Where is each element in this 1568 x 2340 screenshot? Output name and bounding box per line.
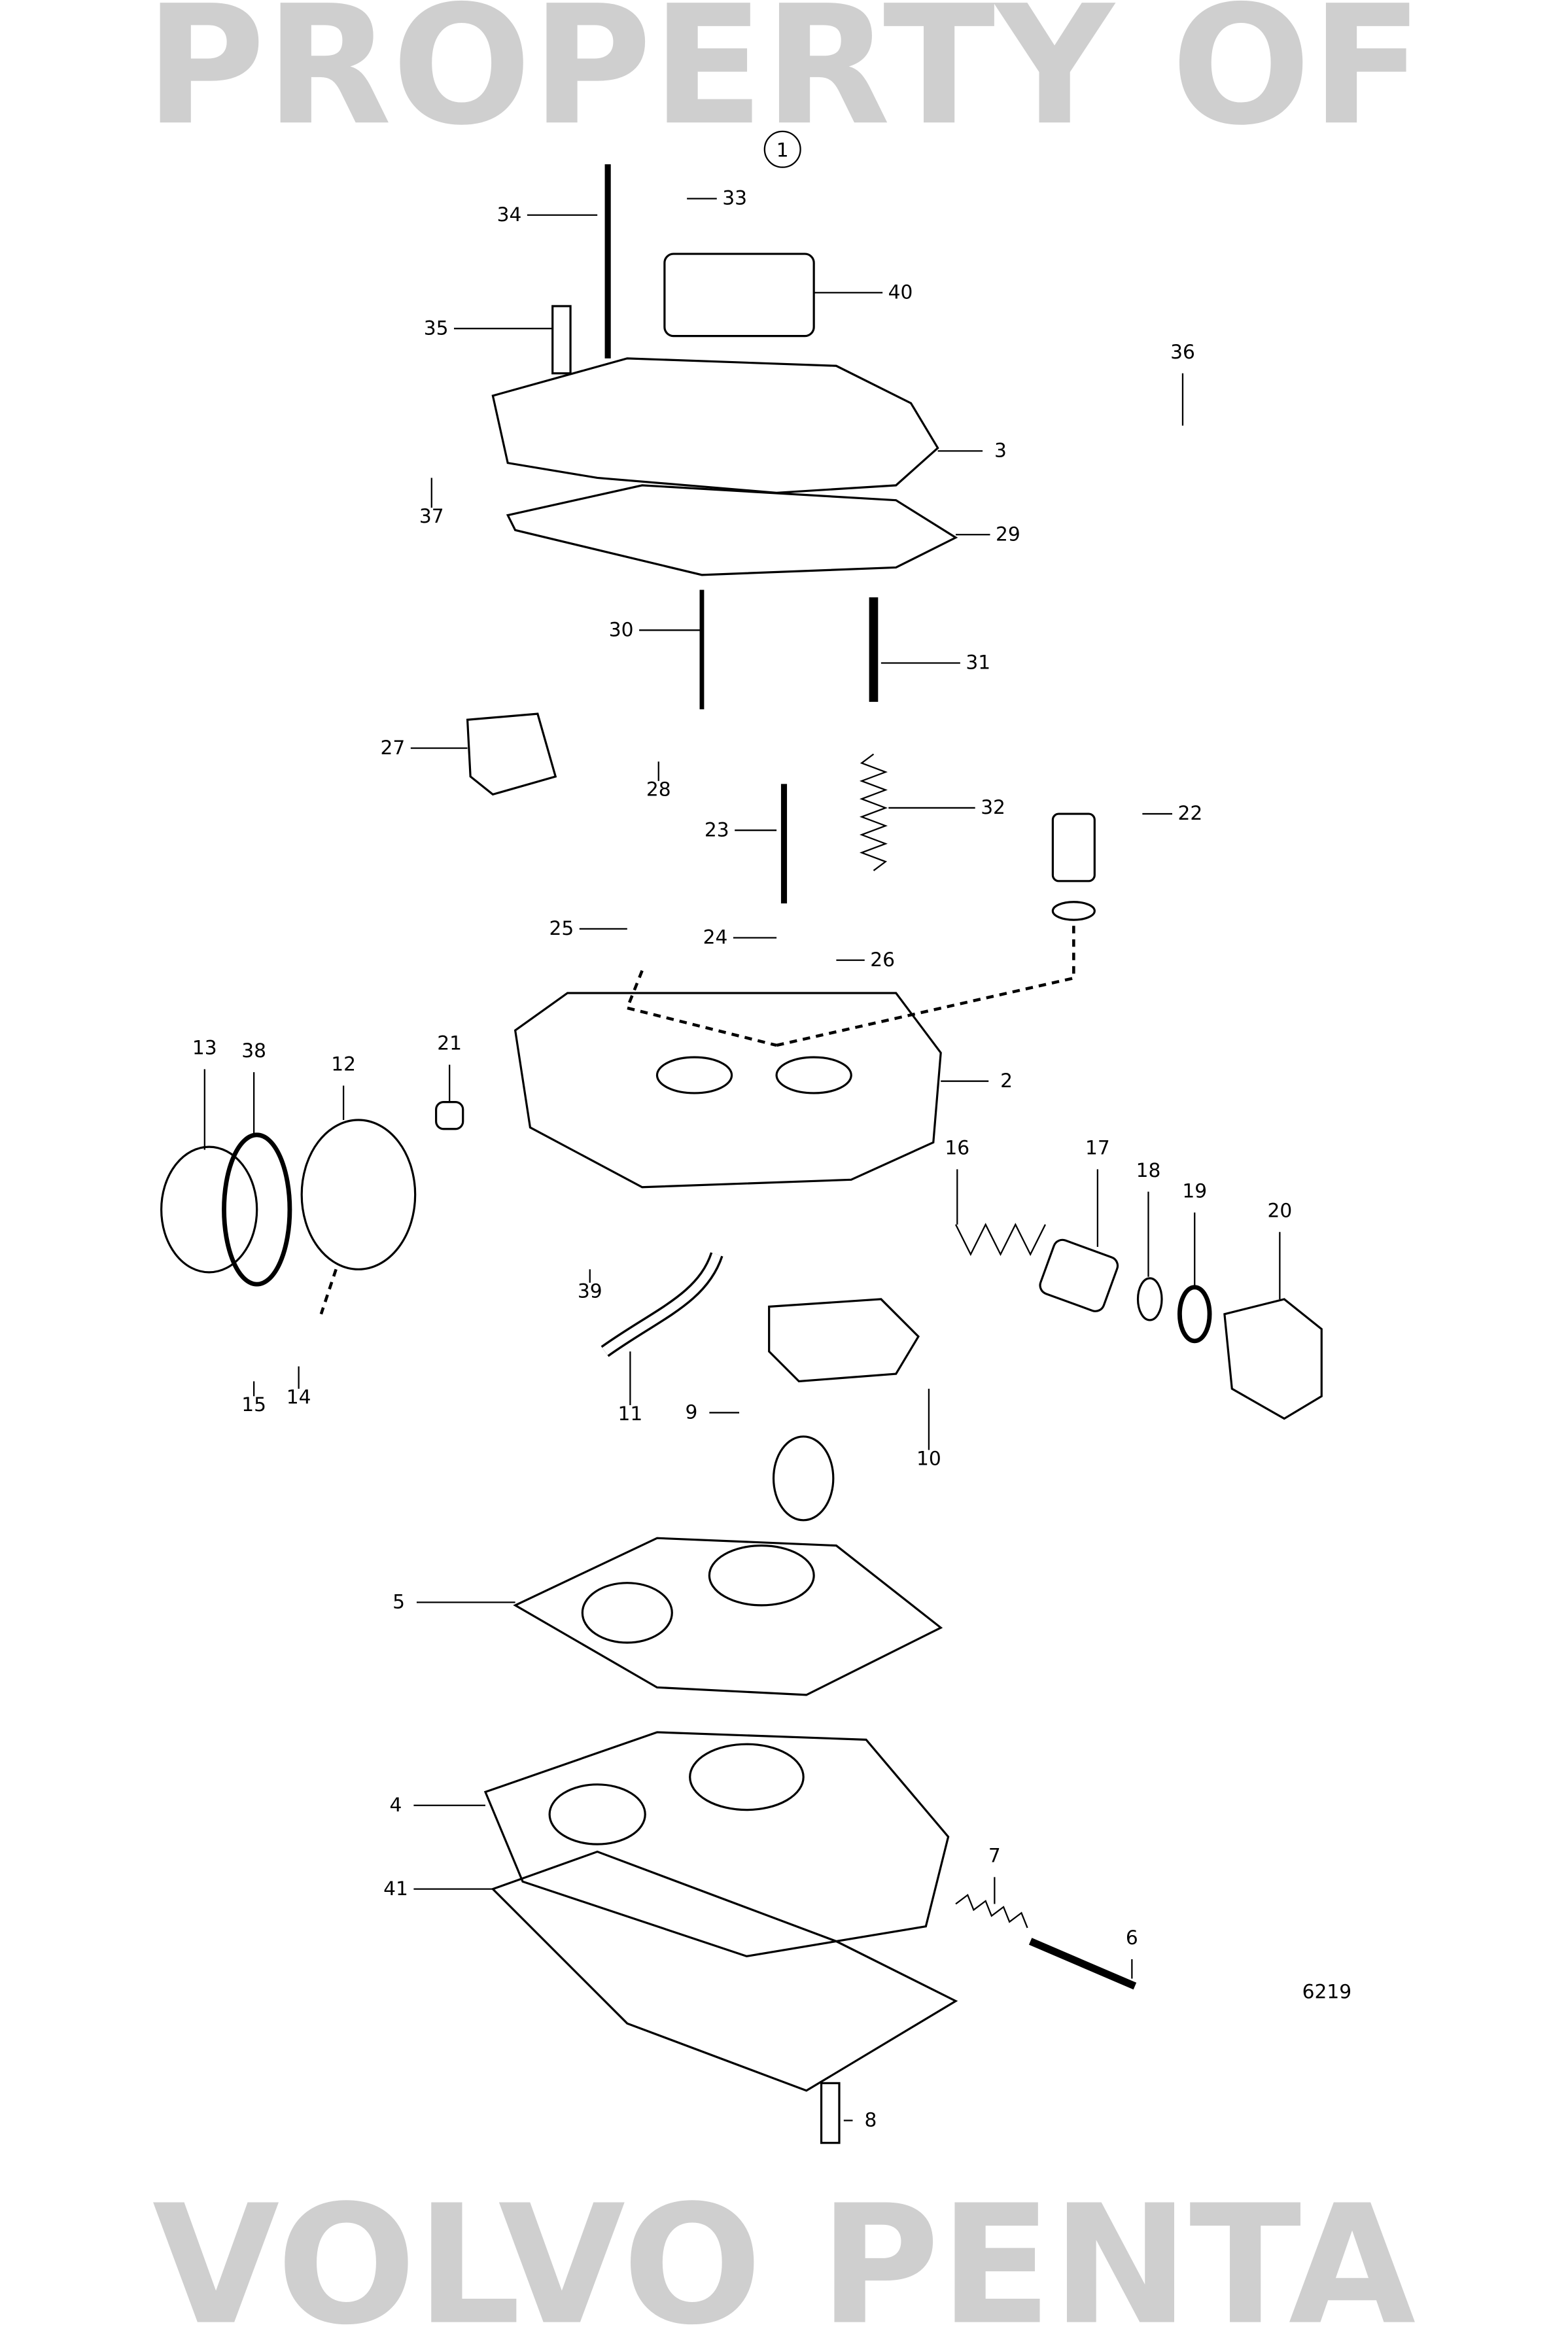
part-label-23: 23 xyxy=(705,818,729,841)
part-label-31: 31 xyxy=(966,651,990,674)
filter-17 xyxy=(1039,1238,1119,1312)
part-label-36: 36 xyxy=(1170,340,1195,363)
watermark: PROPERTY OF VOLVO PENTA xyxy=(145,0,1423,2340)
part-label-30: 30 xyxy=(609,618,634,640)
spring-32 xyxy=(859,753,888,871)
part-label-11: 11 xyxy=(618,1402,643,1425)
part-label-12: 12 xyxy=(331,1053,356,1075)
air-horn-part xyxy=(491,357,939,494)
choke-cover-13 xyxy=(160,1145,258,1274)
part-label-39: 39 xyxy=(578,1280,602,1302)
part-label-37: 37 xyxy=(419,504,444,527)
diaphragm-9 xyxy=(772,1435,835,1522)
part-label-8: 8 xyxy=(864,2108,877,2131)
gasket-5-hole-b xyxy=(708,1545,815,1607)
part-label-2: 2 xyxy=(1000,1069,1013,1092)
throttle-bore-b xyxy=(689,1743,805,1811)
part-label-24: 24 xyxy=(703,926,728,949)
bolt-8 xyxy=(820,2082,841,2144)
hose-11-inner xyxy=(602,1253,722,1355)
part-label-15: 15 xyxy=(241,1393,266,1416)
part-label-13: 13 xyxy=(192,1036,217,1059)
part-label-21: 21 xyxy=(437,1032,462,1055)
part-label-17: 17 xyxy=(1085,1136,1110,1159)
gasket-5 xyxy=(513,1537,943,1696)
drawing-number: 6219 xyxy=(1302,1980,1351,2002)
part-label-6: 6 xyxy=(1126,1926,1138,1949)
part-label-20: 20 xyxy=(1267,1198,1292,1221)
part-label-25: 25 xyxy=(549,917,574,939)
watermark-line-1: PROPERTY OF xyxy=(145,0,1423,162)
throttle-bore-a xyxy=(548,1783,646,1845)
gasket-5-hole-a xyxy=(581,1582,673,1644)
inlet-nut-20 xyxy=(1223,1298,1323,1420)
part-label-7: 7 xyxy=(988,1844,1001,1867)
gasket-29 xyxy=(506,484,958,576)
gasket-41 xyxy=(491,1850,958,2092)
part-label-3: 3 xyxy=(994,439,1007,462)
part-label-9: 9 xyxy=(686,1401,698,1423)
part-label-32: 32 xyxy=(981,795,1005,818)
dashed-connectors xyxy=(319,926,1075,1315)
part-label-28: 28 xyxy=(646,778,671,801)
gasket-19 xyxy=(1177,1285,1212,1344)
screw-35 xyxy=(551,305,572,375)
washer-22 xyxy=(1051,901,1096,921)
dash-line-14 xyxy=(319,1268,338,1315)
spring-16 xyxy=(954,1223,1046,1257)
parts xyxy=(160,164,1323,2144)
part-label-18: 18 xyxy=(1136,1159,1161,1181)
spring-7 xyxy=(955,1893,1028,1929)
float-bowl-body-2 xyxy=(514,992,942,1189)
dash-line-22 xyxy=(776,926,1075,1047)
spacer-21 xyxy=(435,1101,464,1130)
filter-22 xyxy=(1051,812,1096,882)
choke-housing-12 xyxy=(300,1119,417,1270)
group-number-circle xyxy=(763,130,801,168)
part-label-29: 29 xyxy=(996,522,1020,545)
part-label-34: 34 xyxy=(497,203,522,226)
watermark-line-2: VOLVO PENTA xyxy=(152,2171,1416,2340)
float-27 xyxy=(466,712,557,796)
part-label-14: 14 xyxy=(287,1386,311,1408)
part-labels: 34 33 40 35 36 3 37 29 30 31 27 28 32 22 23 25 24 26 2 13 38… xyxy=(192,186,1292,2131)
bore-2a xyxy=(655,1056,733,1094)
o-ring-38 xyxy=(222,1132,292,1287)
part-label-22: 22 xyxy=(1178,801,1203,824)
part-label-10: 10 xyxy=(916,1446,941,1469)
part-label-38: 38 xyxy=(241,1039,266,1062)
part-label-5: 5 xyxy=(392,1590,405,1613)
group-number: 1 xyxy=(776,139,789,162)
part-label-41: 41 xyxy=(383,1877,408,1900)
part-label-35: 35 xyxy=(424,316,449,339)
bracket-9 xyxy=(768,1298,920,1383)
part-label-4: 4 xyxy=(390,1793,402,1816)
part-label-27: 27 xyxy=(381,736,406,759)
part-label-33: 33 xyxy=(722,186,747,209)
part-label-26: 26 xyxy=(870,948,895,971)
idle-screw-6 xyxy=(1028,1938,1137,1990)
part-label-19: 19 xyxy=(1182,1179,1207,1202)
part-label-16: 16 xyxy=(945,1136,969,1159)
bore-2b xyxy=(775,1056,852,1094)
gasket-18 xyxy=(1136,1277,1163,1321)
cover-part-40 xyxy=(663,253,815,338)
part-label-40: 40 xyxy=(888,281,913,304)
